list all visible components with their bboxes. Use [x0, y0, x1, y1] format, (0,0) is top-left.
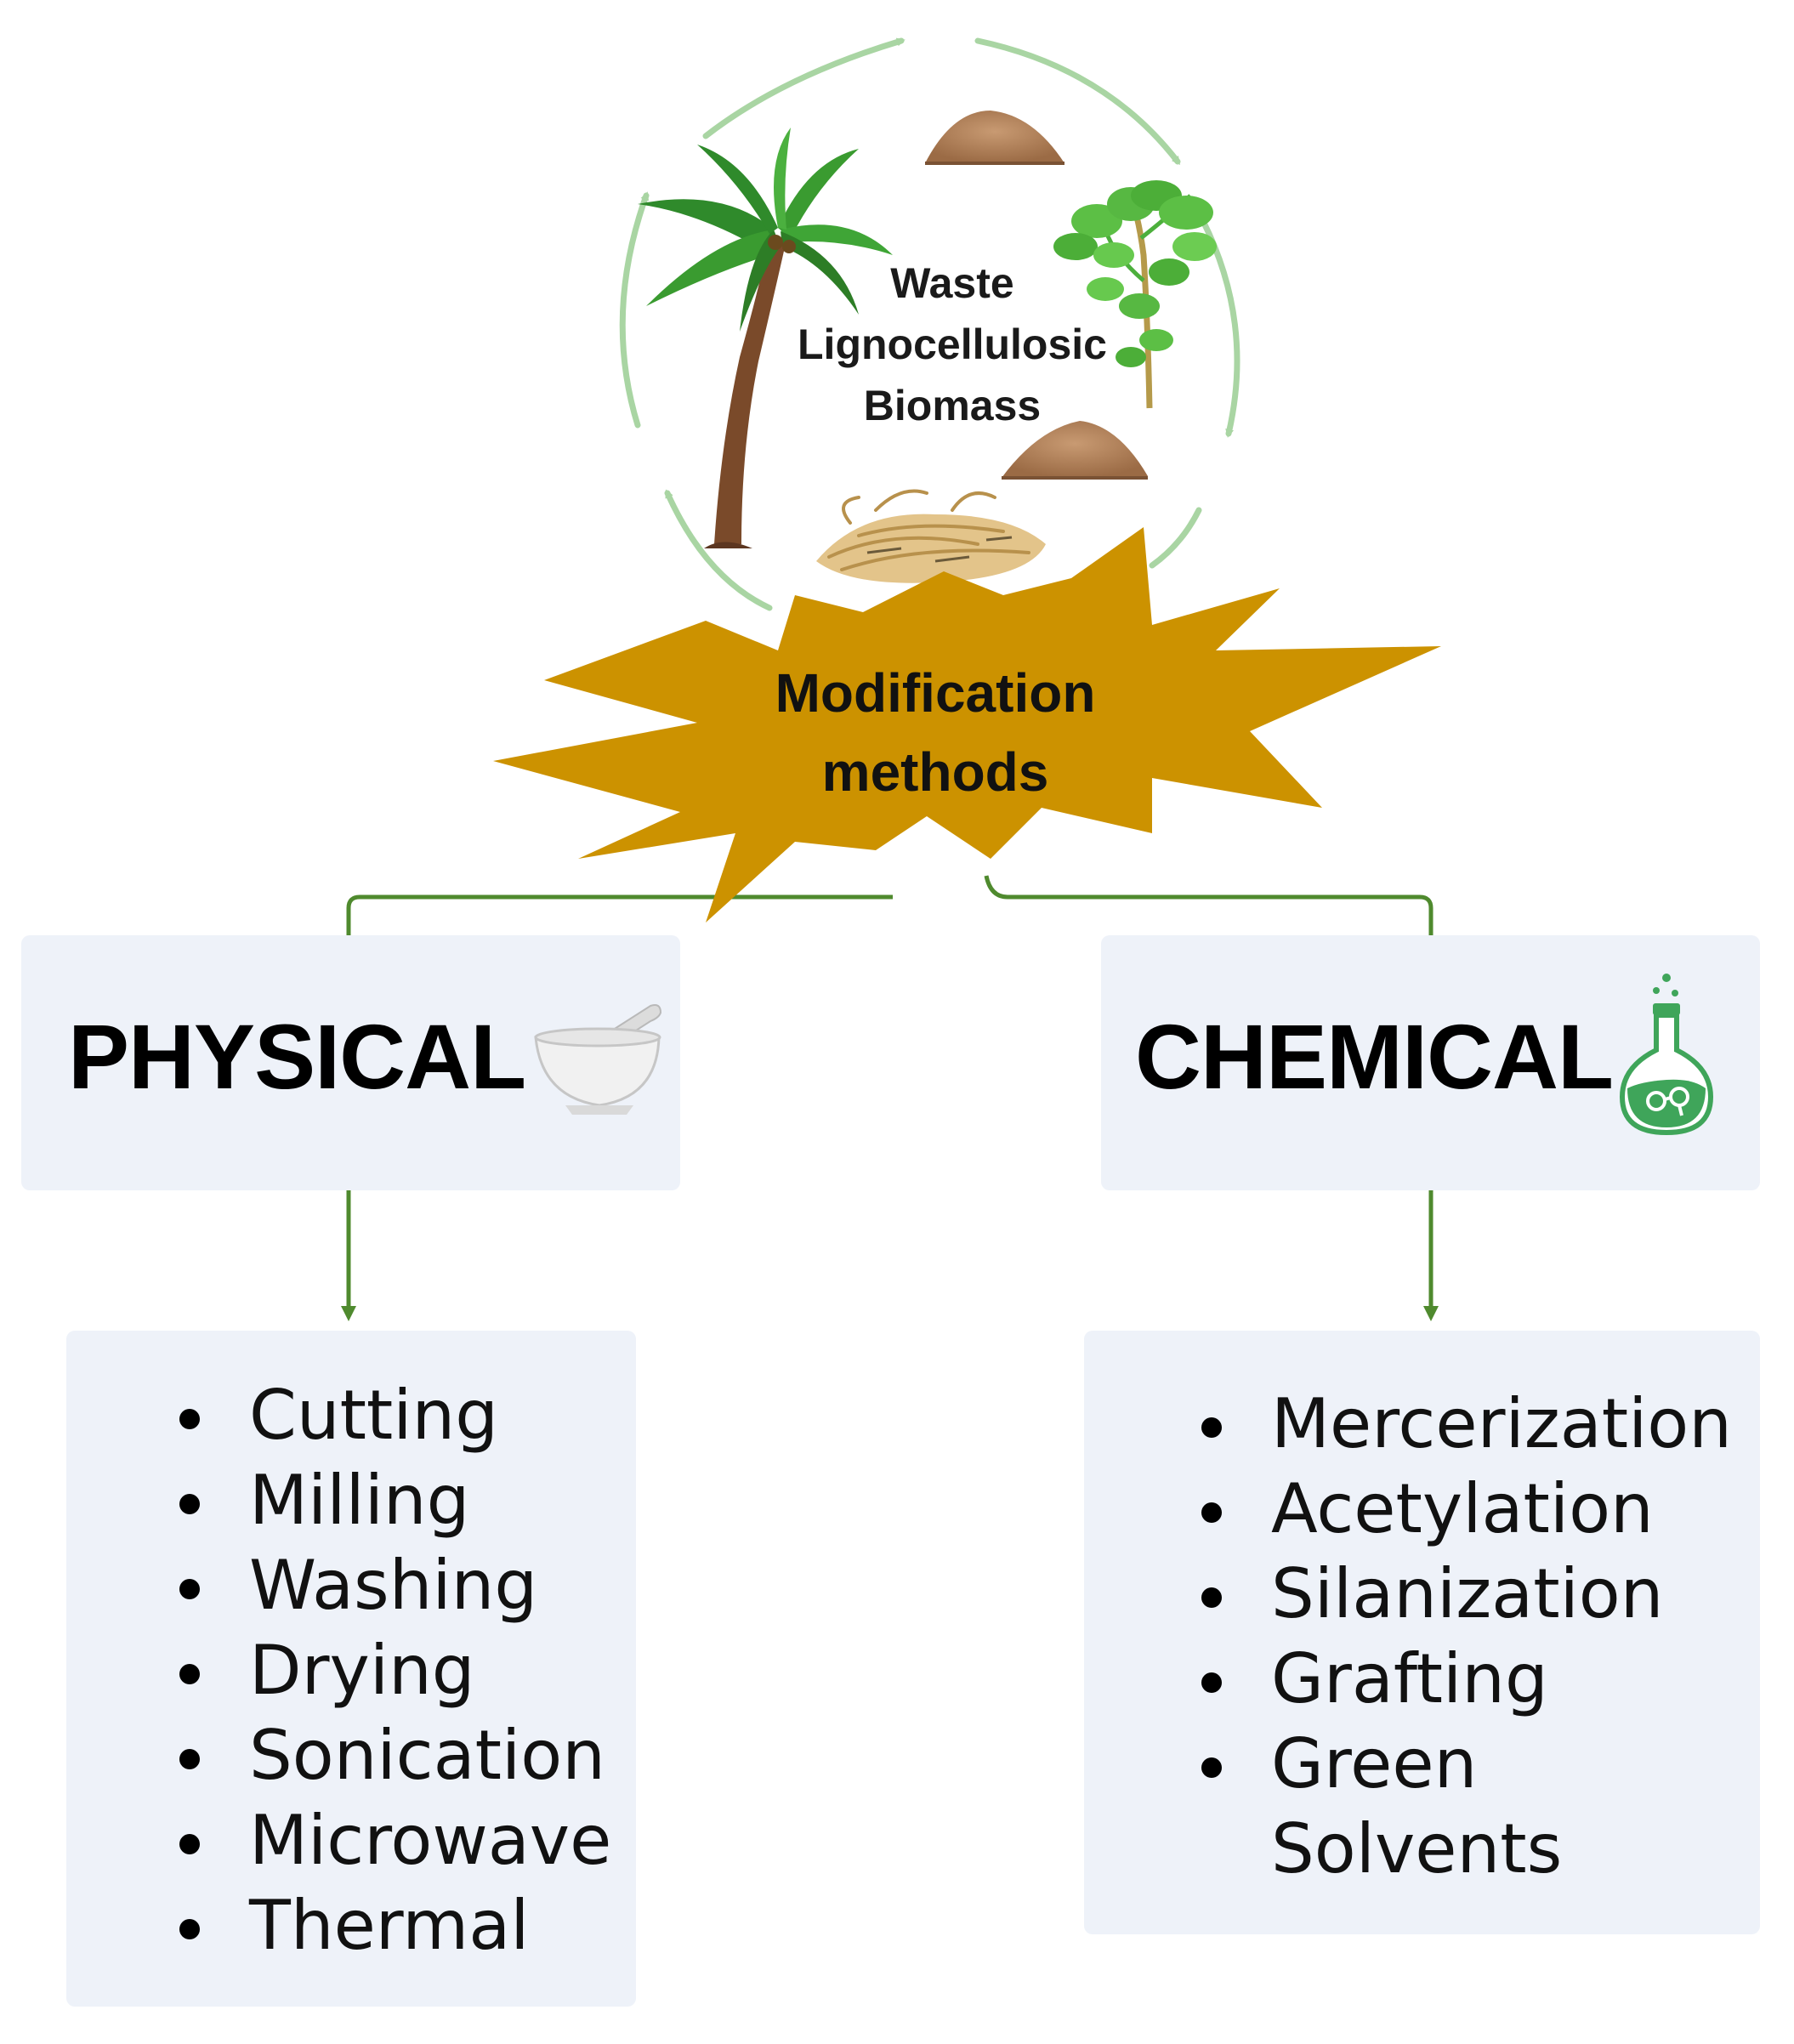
physical-header-panel: PHYSICAL — [21, 935, 680, 1190]
burst-label-line1: Modification — [775, 662, 1096, 724]
cycle-label-line1: Waste — [890, 259, 1013, 307]
connector-right — [984, 875, 1433, 935]
straw-fiber-icon — [816, 489, 1046, 583]
physical-title: PHYSICAL — [68, 1005, 526, 1108]
cycle-arrow-top-right — [974, 37, 1181, 165]
list-item: Cutting — [179, 1373, 611, 1458]
list-item: Washing — [179, 1543, 611, 1628]
chemical-title: CHEMICAL — [1135, 1005, 1614, 1108]
cycle-arrow-lower-left — [664, 489, 773, 611]
plant-icon — [1053, 180, 1217, 409]
list-item: Acetylation — [1201, 1467, 1732, 1552]
cycle-label-line2: Lignocellulosic — [798, 321, 1107, 368]
chemical-header-panel: CHEMICAL — [1101, 935, 1760, 1190]
cycle-label-line3: Biomass — [864, 382, 1041, 429]
list-item: Grafting — [1201, 1637, 1732, 1722]
list-item: Silanization — [1201, 1552, 1732, 1637]
list-item: Drying — [179, 1628, 611, 1713]
cycle-label: Waste Lignocellulosic Biomass — [798, 259, 1107, 429]
sawdust-pile-icon — [925, 111, 1064, 165]
burst-label-line2: methods — [822, 741, 1049, 803]
flask-icon — [1619, 974, 1714, 1136]
list-item: Mercerization — [1201, 1382, 1732, 1467]
list-item: Sonication — [179, 1713, 611, 1798]
connector-left — [346, 894, 893, 935]
mortar-pestle-icon — [534, 1004, 662, 1115]
cycle-arrow-left — [619, 191, 650, 429]
cycle-arrow-top-left — [702, 37, 906, 139]
physical-methods-panel: Cutting Milling Washing Drying Sonicatio… — [66, 1331, 636, 2007]
connectors — [341, 875, 1439, 1321]
cycle-arrow-lower-right — [1149, 507, 1202, 569]
list-item: Thermal — [179, 1883, 611, 1968]
physical-methods-list: Cutting Milling Washing Drying Sonicatio… — [179, 1373, 611, 1968]
modification-burst — [493, 527, 1441, 923]
chemical-methods-panel: Mercerization Acetylation Silanization G… — [1084, 1331, 1760, 1934]
list-item: Green Solvents — [1201, 1722, 1562, 1892]
burst-label: Modification methods — [775, 662, 1096, 803]
chemical-methods-list: Mercerization Acetylation Silanization G… — [1201, 1382, 1732, 1892]
list-item: Milling — [179, 1458, 611, 1543]
list-item: Microwave — [179, 1798, 611, 1883]
palm-tree-icon — [638, 128, 893, 548]
sawdust-pile-icon — [1002, 421, 1148, 480]
